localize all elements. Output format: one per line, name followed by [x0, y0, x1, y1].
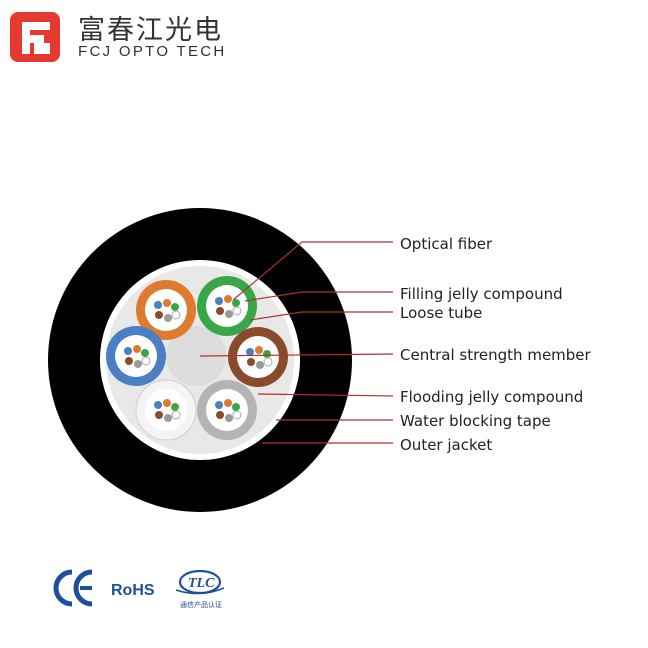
label-water-tape: Water blocking tape — [400, 412, 551, 430]
leader-flooding-jelly — [257, 393, 394, 397]
ce-mark-icon — [53, 569, 93, 607]
loose-tube-white — [135, 379, 197, 441]
fcj-logo-icon — [10, 12, 60, 62]
loose-tube-brown — [228, 327, 288, 387]
label-optical-fiber: Optical fiber — [400, 235, 493, 253]
brand-name-en: FCJ OPTO TECH — [78, 43, 227, 60]
leader-central-member — [199, 353, 394, 357]
svg-text:TLC: TLC — [188, 576, 215, 591]
leader-optical-fiber — [232, 241, 393, 301]
leader-lines — [199, 241, 394, 444]
brand-name-cn: 富春江光电 — [78, 15, 223, 46]
rohs-mark: RoHS — [111, 582, 155, 599]
label-filling-jelly: Filling jelly compound — [400, 285, 563, 303]
certification-logos: RoHS TLC 通信产品认证 — [53, 569, 225, 609]
header: 富春江光电 FCJ OPTO TECH — [0, 0, 300, 70]
loose-tube-blue — [106, 326, 166, 386]
loose-tube-gray — [197, 380, 257, 440]
label-flooding-jelly: Flooding jelly compound — [400, 388, 583, 406]
svg-text:通信产品认证: 通信产品认证 — [180, 600, 222, 609]
label-outer-jacket: Outer jacket — [400, 436, 492, 454]
loose-tube-orange — [136, 280, 196, 340]
central-strength-member — [166, 326, 226, 386]
loose-tube-green — [197, 276, 257, 336]
tlc-mark-icon: TLC 通信产品认证 — [175, 569, 225, 609]
leader-filling-jelly — [244, 291, 393, 302]
label-loose-tube: Loose tube — [400, 304, 482, 322]
leader-loose-tube — [249, 311, 393, 321]
label-central-member: Central strength member — [400, 346, 592, 364]
